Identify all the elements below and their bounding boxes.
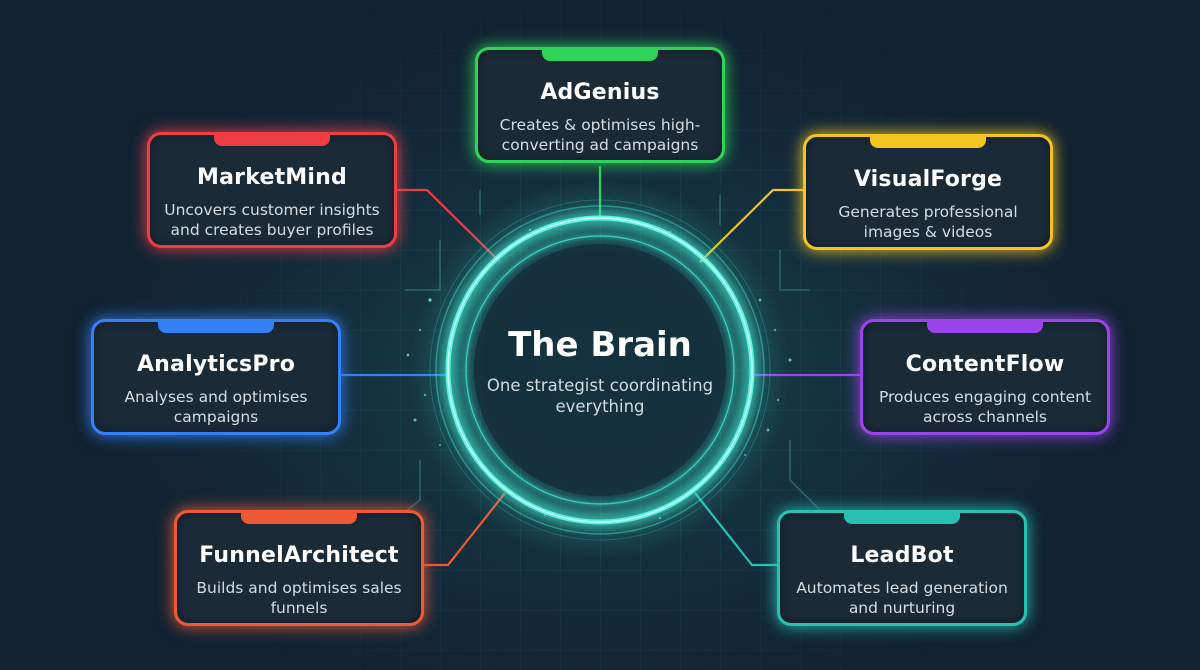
agent-name-marketmind: MarketMind xyxy=(197,165,347,190)
brain-ring xyxy=(410,180,790,560)
card-tab-visualforge xyxy=(870,134,986,148)
circuit-traces xyxy=(394,190,821,521)
card-tab-marketmind xyxy=(214,132,330,146)
agent-name-adgenius: AdGenius xyxy=(540,80,660,105)
card-tab-contentflow xyxy=(927,319,1043,333)
agent-card-leadbot: LeadBot Automates lead generation and nu… xyxy=(777,510,1027,626)
agent-desc-adgenius: Creates & optimises high-converting ad c… xyxy=(499,116,701,154)
agent-card-analyticspro: AnalyticsPro Analyses and optimises camp… xyxy=(91,319,341,435)
agent-name-funnelarchitect: FunnelArchitect xyxy=(199,543,399,568)
agent-desc-contentflow: Produces engaging content across channel… xyxy=(878,388,1092,426)
agent-card-visualforge: VisualForge Generates professional image… xyxy=(803,134,1053,250)
agent-card-adgenius: AdGenius Creates & optimises high-conver… xyxy=(475,47,725,163)
agent-desc-funnelarchitect: Builds and optimises sales funnels xyxy=(196,579,402,617)
agent-name-visualforge: VisualForge xyxy=(853,167,1003,192)
agent-name-contentflow: ContentFlow xyxy=(905,352,1065,377)
card-tab-funnelarchitect xyxy=(241,510,357,524)
agent-desc-analyticspro: Analyses and optimises campaigns xyxy=(124,388,308,426)
card-tab-adgenius xyxy=(542,47,658,61)
agent-name-leadbot: LeadBot xyxy=(850,543,954,568)
agent-card-funnelarchitect: FunnelArchitect Builds and optimises sal… xyxy=(174,510,424,626)
card-tab-analyticspro xyxy=(158,319,274,333)
agent-card-marketmind: MarketMind Uncovers customer insights an… xyxy=(147,132,397,248)
agent-desc-marketmind: Uncovers customer insights and creates b… xyxy=(164,201,380,239)
agent-card-contentflow: ContentFlow Produces engaging content ac… xyxy=(860,319,1110,435)
agent-desc-visualforge: Generates professional images & videos xyxy=(838,203,1018,241)
agent-desc-leadbot: Automates lead generation and nurturing xyxy=(796,579,1008,617)
brain-hub: The Brain One strategist coordinating ev… xyxy=(450,325,750,417)
agent-name-analyticspro: AnalyticsPro xyxy=(136,352,296,377)
brain-title: The Brain xyxy=(508,325,692,365)
brain-subtitle: One strategist coordinating everything xyxy=(486,376,714,416)
card-tab-leadbot xyxy=(844,510,960,524)
